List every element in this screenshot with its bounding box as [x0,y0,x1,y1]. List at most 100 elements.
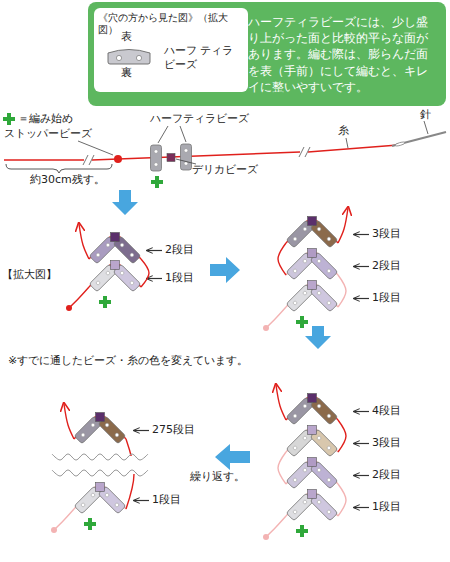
pointer-arrow [134,500,149,501]
thread [64,404,74,439]
row-number: 2段目 [372,259,401,273]
half-tila-bead [114,432,119,437]
thread [263,385,346,540]
row-number: 3段目 [372,227,401,241]
strand [92,152,300,160]
step-arrow [112,190,138,215]
half-tila-bead [326,445,331,450]
half-tila-bead [120,271,125,276]
break-mark [52,454,148,460]
step-arrow [215,444,250,470]
delica-bead [308,217,317,226]
half-tila-bead [302,404,307,409]
thread [338,208,348,243]
start-mark [3,113,15,125]
delica-bead [308,281,317,290]
pointer-arrow [147,278,162,279]
half-tila-bead [81,502,86,507]
bead-name: ハーフ ティラビーズ [164,44,242,72]
half-tila-bead [105,271,110,276]
thread [141,259,149,287]
row-number: 1段目 [165,271,194,285]
view-title: 《穴の方から見た図》（拡大図） [98,12,244,35]
delica-bead [308,394,317,403]
stopper-bead [51,527,57,533]
start-mark [296,316,308,328]
start-mark [151,176,163,188]
half-tila-bead [151,145,162,171]
part-name: デリカビーズ [192,163,258,177]
break-mark [83,155,94,165]
view-box: 《穴の方から見た図》（拡大図）表裏ハーフ ティラビーズ [94,8,248,92]
note: ※すでに通したビーズ・糸の色を変えています。 [8,354,248,368]
half-tila-bead [105,243,110,248]
half-tila-bead [90,493,95,498]
stopper-bead [263,534,269,540]
dimension-brace [6,164,112,173]
pointer-arrow [354,443,369,444]
pointer-arrow [354,475,369,476]
bead-stage [263,385,346,540]
dimension: 約30cm残す。 [30,173,105,187]
leader-line [180,126,186,142]
half-tila-bead [317,291,322,296]
view-title: 【拡大図】 [2,268,57,282]
half-tila-bead [326,268,331,273]
leader-line [78,141,113,155]
half-tila-bead [129,252,134,257]
thread [266,516,286,537]
half-tila-bead [302,500,307,505]
thread [278,452,286,484]
strand [4,159,84,160]
bead-icon [108,50,150,65]
beads [286,394,338,521]
thread [69,287,89,308]
half-tila-bead [105,423,110,428]
row-number: 1段目 [372,291,401,305]
delica-bead [96,413,105,422]
half-tila-bead [293,268,298,273]
half-tila-bead [293,413,298,418]
half-tila-bead [317,259,322,264]
break-mark [52,454,148,476]
leader-line [346,138,348,148]
half-tila-bead [90,423,95,428]
pointer-arrow [134,430,149,431]
half-tila-bead [81,432,86,437]
bead-stage [51,404,148,533]
half-tila-bead [96,252,101,257]
half-tila-bead [96,280,101,285]
pointer-arrow [354,298,369,299]
thread [79,224,89,259]
row-number: 275段目 [152,423,195,437]
needle-eye [395,141,405,146]
start-mark [84,518,96,530]
delica-bead [308,458,317,467]
half-tila-bead [302,468,307,473]
half-tila-bead [293,477,298,482]
half-tila-bead [317,500,322,505]
thread [66,224,149,311]
part-name: 糸 [338,124,349,138]
half-tila-bead [326,477,331,482]
half-tila-bead [129,280,134,285]
note-panel: 《穴の方から見た図》（拡大図）表裏ハーフ ティラビーズハーフティラビーズには、少… [88,2,446,106]
half-tila-bead [293,509,298,514]
part-name: 針 [420,108,431,122]
half-tila-bead [317,227,322,232]
stopper-bead [114,155,122,163]
thread [263,208,348,331]
row-number: 4段目 [372,404,401,418]
half-tila-bead [184,149,188,153]
delica-bead [111,261,120,270]
part-name: ストッパービーズ [4,127,92,141]
step-arrow [210,257,240,283]
row-number: 1段目 [372,500,401,514]
delica-bead [308,426,317,435]
part-name: ハーフティラビーズ [150,112,249,126]
beads [89,233,141,292]
half-tila-bead [151,145,162,171]
pointer-arrow [354,411,369,412]
bead-icon [136,55,141,60]
delica-bead [111,233,120,242]
